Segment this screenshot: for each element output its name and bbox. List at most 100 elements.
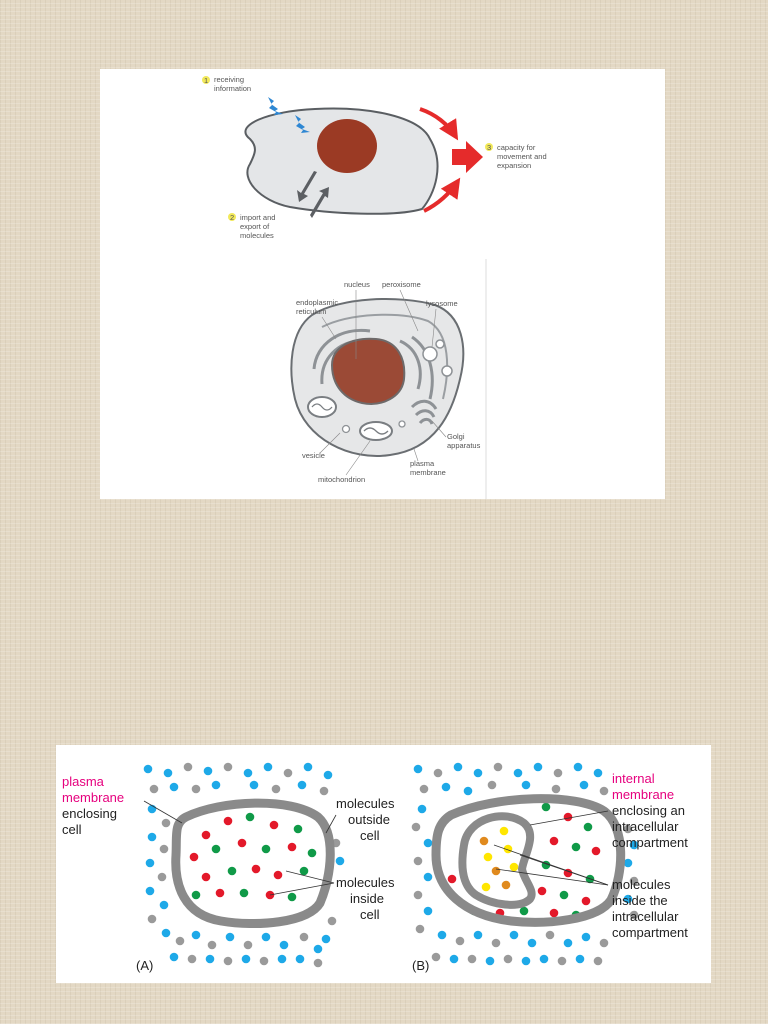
outside-molecule (169, 782, 179, 792)
compartment-molecule (509, 862, 519, 872)
leader-line (143, 800, 183, 824)
export-arrow-icon (310, 187, 329, 218)
plasma-membrane-shape (171, 798, 335, 929)
receiving-label-1: receiving (214, 75, 244, 84)
inside-molecule (189, 852, 199, 862)
gray-molecule (319, 786, 329, 796)
molecule-dots (143, 762, 639, 968)
inside-molecule (591, 846, 601, 856)
inside-molecule (549, 836, 559, 846)
inside-molecule (237, 838, 247, 848)
gray-molecule (629, 910, 639, 920)
plasma-label-line2: membrane (62, 790, 124, 805)
inside-molecule (191, 890, 201, 900)
gray-molecule (491, 938, 501, 948)
inside-molecule (211, 844, 221, 854)
inside-molecule (239, 888, 249, 898)
movement-arrow-icon (423, 177, 461, 213)
outside-molecule (423, 838, 433, 848)
outside-molecule (203, 766, 213, 776)
inside-molecule (583, 822, 593, 832)
outside-molecule (295, 954, 305, 964)
compartment-molecule (503, 844, 513, 854)
outside-molecule (441, 782, 451, 792)
inside-molecule (227, 866, 237, 876)
internal-label-line1: internal (612, 771, 655, 786)
outside-molecule (473, 930, 483, 940)
plasma-label-1: plasma (410, 459, 435, 468)
outside-molecule (533, 762, 543, 772)
outside-molecule (453, 762, 463, 772)
outside-molecule (521, 956, 531, 966)
import-label-3: molecules (240, 231, 274, 240)
inside-molecule (299, 866, 309, 876)
leader-line (285, 870, 335, 884)
inside-molecule (537, 886, 547, 896)
cell-diagram-svg: 1 receiving information 2 import and exp… (202, 75, 547, 499)
outside-molecule (279, 940, 289, 950)
er-label-1: endoplasmic (296, 298, 338, 307)
outside-molecule (321, 934, 331, 944)
membrane-diagram-svg: plasma membrane enclosing cell molecules… (62, 762, 688, 973)
gray-molecule (183, 762, 193, 772)
inside-molecule (581, 896, 591, 906)
leader-line (495, 868, 609, 886)
outside-molecule (145, 886, 155, 896)
vesicle-shape (398, 420, 406, 428)
outside-molecule (437, 930, 447, 940)
outside-molecule (145, 858, 155, 868)
nucleus-shape (317, 119, 377, 173)
compartment-inside-label-1: molecules (612, 877, 671, 892)
inside-molecule (307, 848, 317, 858)
golgi-label-2: apparatus (447, 441, 481, 450)
gray-molecule (503, 954, 513, 964)
golgi-shape (410, 399, 438, 410)
inside-label-3: cell (360, 907, 380, 922)
leader-line (325, 814, 337, 834)
gray-molecule (433, 768, 443, 778)
enclosing-compartment-label-2: intracellular (612, 819, 679, 834)
inside-molecule (541, 802, 551, 812)
leader-line (413, 448, 419, 462)
gray-molecule (283, 768, 293, 778)
outside-molecule (163, 768, 173, 778)
inside-molecule (273, 870, 283, 880)
gray-molecule (313, 958, 323, 968)
gray-molecule (159, 844, 169, 854)
leader-line (321, 316, 337, 340)
inside-molecule (223, 816, 233, 826)
outside-molecule (485, 956, 495, 966)
mitochondrion-cristae (311, 403, 333, 411)
compartment-molecule (479, 836, 489, 846)
leader-line (345, 440, 371, 476)
membrane-diagram-panel: plasma membrane enclosing cell molecules… (56, 745, 711, 983)
golgi-shape (414, 409, 436, 418)
outside-molecule (563, 938, 573, 948)
vesicle-label: vesicle (302, 451, 325, 460)
mitochondrion-label: mitochondrion (318, 475, 365, 484)
inside-molecule (287, 892, 297, 902)
gray-molecule (467, 954, 477, 964)
inside-molecule (563, 812, 573, 822)
num2-text: 2 (230, 213, 234, 222)
gray-molecule (415, 924, 425, 934)
outside-molecule (335, 856, 345, 866)
compartment-inside-label-3: intracellular (612, 909, 679, 924)
gray-molecule (599, 786, 609, 796)
outside-molecule (277, 954, 287, 964)
num1-text: 1 (204, 76, 208, 85)
gray-molecule (553, 768, 563, 778)
gray-molecule (175, 936, 185, 946)
outside-molecule (143, 764, 153, 774)
golgi-shape (418, 417, 434, 425)
gray-molecule (223, 762, 233, 772)
outside-molecule (417, 804, 427, 814)
gray-molecule (557, 956, 567, 966)
outside-label-2: outside (348, 812, 390, 827)
outside-molecule (413, 764, 423, 774)
outside-molecule (243, 768, 253, 778)
outside-molecule (449, 954, 459, 964)
inside-molecule (571, 842, 581, 852)
num3-text: 3 (487, 143, 491, 152)
outside-molecule (623, 894, 633, 904)
